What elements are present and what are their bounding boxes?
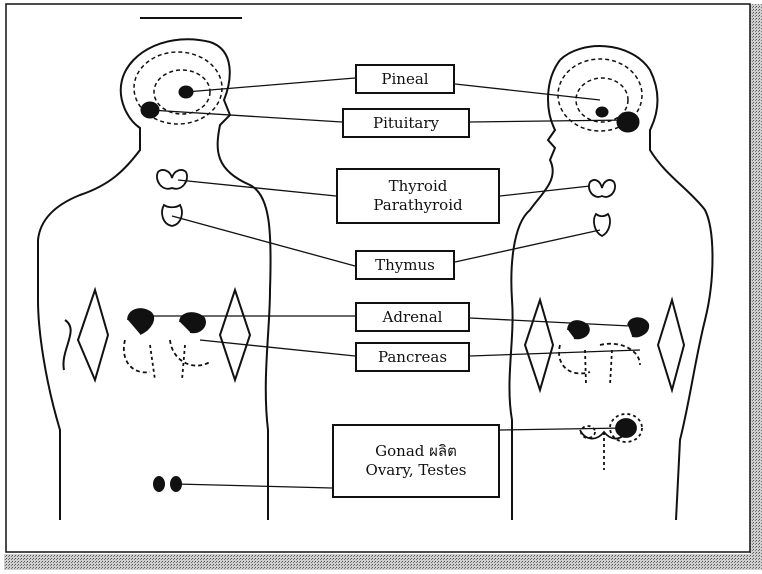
label-thyroid: Thyroid — [389, 177, 448, 196]
label-gonad-title: Gonad ผลิต — [375, 442, 457, 461]
frame-shadow-right — [750, 4, 762, 570]
label-thymus: Thymus — [355, 250, 455, 280]
label-adrenal: Adrenal — [355, 302, 470, 332]
label-thyroid-parathyroid: Thyroid Parathyroid — [336, 168, 500, 224]
label-parathyroid: Parathyroid — [373, 196, 462, 215]
label-pituitary: Pituitary — [342, 108, 470, 138]
label-pineal: Pineal — [355, 64, 455, 94]
frame-shadow-bottom — [4, 554, 762, 570]
label-pancreas: Pancreas — [355, 342, 470, 372]
label-gonad-sub: Ovary, Testes — [366, 461, 467, 480]
label-gonad: Gonad ผลิต Ovary, Testes — [332, 424, 500, 498]
